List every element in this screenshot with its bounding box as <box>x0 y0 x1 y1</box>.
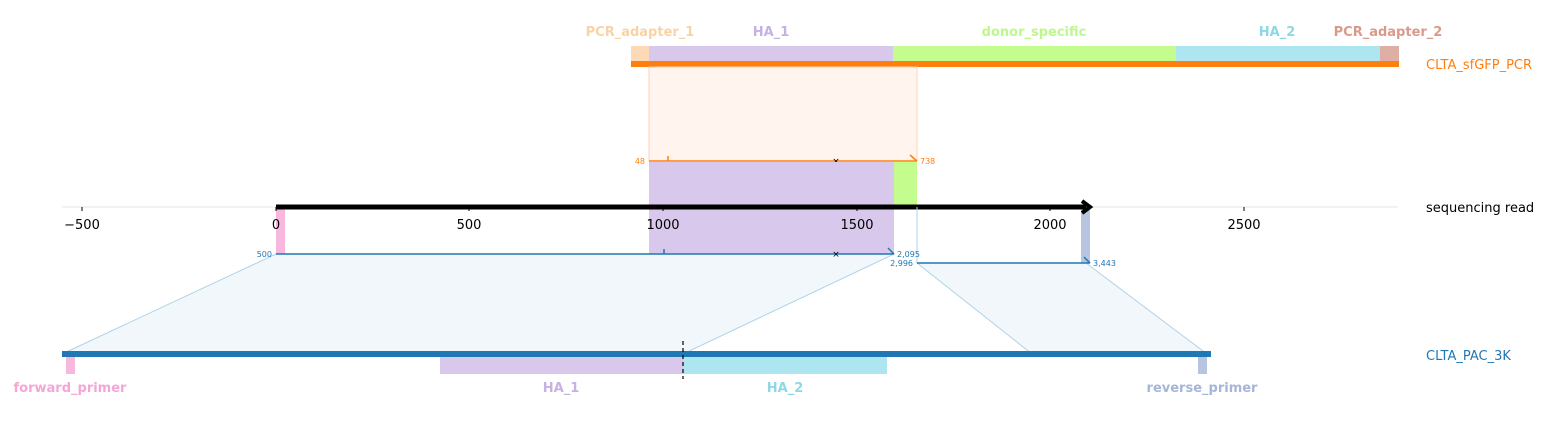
tick-label-1500: 1500 <box>840 218 873 233</box>
read-arrowhead <box>1080 199 1094 215</box>
projection-donor-specific <box>894 162 917 206</box>
top-label-pcr-adapter-1: PCR_adapter_1 <box>586 25 695 40</box>
top-feature-ha-2 <box>1176 46 1380 62</box>
bottom-reference-line <box>62 351 1211 357</box>
bottom-label-ha-2: HA_2 <box>767 381 804 396</box>
read-name: sequencing read <box>1426 201 1534 216</box>
tick-label-0: 0 <box>272 218 280 233</box>
top-feature-pcr-adapter-2 <box>1380 46 1399 62</box>
bottom-feature-ha-1 <box>440 357 683 374</box>
bottom-alignment-arrow-2: 2,996 3,443 <box>890 256 1116 268</box>
axis-ticks <box>81 207 1245 211</box>
bottom-alignment-2-end: 3,443 <box>1093 259 1116 268</box>
top-label-ha-1: HA_1 <box>753 25 790 40</box>
top-feature-donor-specific <box>893 46 1176 62</box>
projection-reverse-primer <box>1081 208 1090 263</box>
bottom-alignment-1-end: 2,095 <box>897 250 920 259</box>
tick-label-1000: 1000 <box>646 218 679 233</box>
bottom-label-reverse-primer: reverse_primer <box>1147 381 1259 396</box>
top-label-ha-2: HA_2 <box>1259 25 1296 40</box>
bottom-alignment-band-2 <box>915 262 1209 355</box>
bottom-alignment-1-start: 500 <box>257 250 272 259</box>
tick-label-2000: 2000 <box>1033 218 1066 233</box>
tick-label-2500: 2500 <box>1227 218 1260 233</box>
top-alignment-band <box>648 66 918 162</box>
tick-label-minus-500: −500 <box>64 218 100 233</box>
bottom-alignment-2-start: 2,996 <box>890 259 913 268</box>
bottom-label-ha-1: HA_1 <box>543 381 580 396</box>
top-label-donor-specific: donor_specific <box>982 25 1087 40</box>
bottom-feature-reverse-primer <box>1198 357 1207 374</box>
top-feature-pcr-adapter-1 <box>631 46 649 62</box>
top-label-pcr-adapter-2: PCR_adapter_2 <box>1334 25 1443 40</box>
bottom-reference-name: CLTA_PAC_3K <box>1426 349 1511 364</box>
top-alignment-end: 738 <box>920 157 935 166</box>
top-reference-line <box>631 61 1399 67</box>
bottom-cross-mark: × <box>832 250 840 260</box>
projection-forward-primer <box>276 208 285 254</box>
bottom-alignment-band-1 <box>61 253 895 355</box>
bottom-feature-forward-primer <box>66 357 75 374</box>
bottom-feature-ha-2 <box>683 357 887 374</box>
top-alignment-start: 48 <box>635 157 645 166</box>
top-reference: PCR_adapter_1 HA_1 donor_specific HA_2 P… <box>586 25 1532 73</box>
bottom-alignment-arrow-1: × 500 2,095 <box>257 247 920 260</box>
top-reference-name: CLTA_sfGFP_PCR <box>1426 58 1532 73</box>
bottom-reference: forward_primer HA_1 HA_2 reverse_primer … <box>14 341 1511 396</box>
sequencing-read: sequencing read −500 0 500 1000 1500 200… <box>62 199 1534 233</box>
tick-label-500: 500 <box>457 218 482 233</box>
top-feature-ha-1 <box>649 46 893 62</box>
bottom-label-forward-primer: forward_primer <box>14 381 128 396</box>
